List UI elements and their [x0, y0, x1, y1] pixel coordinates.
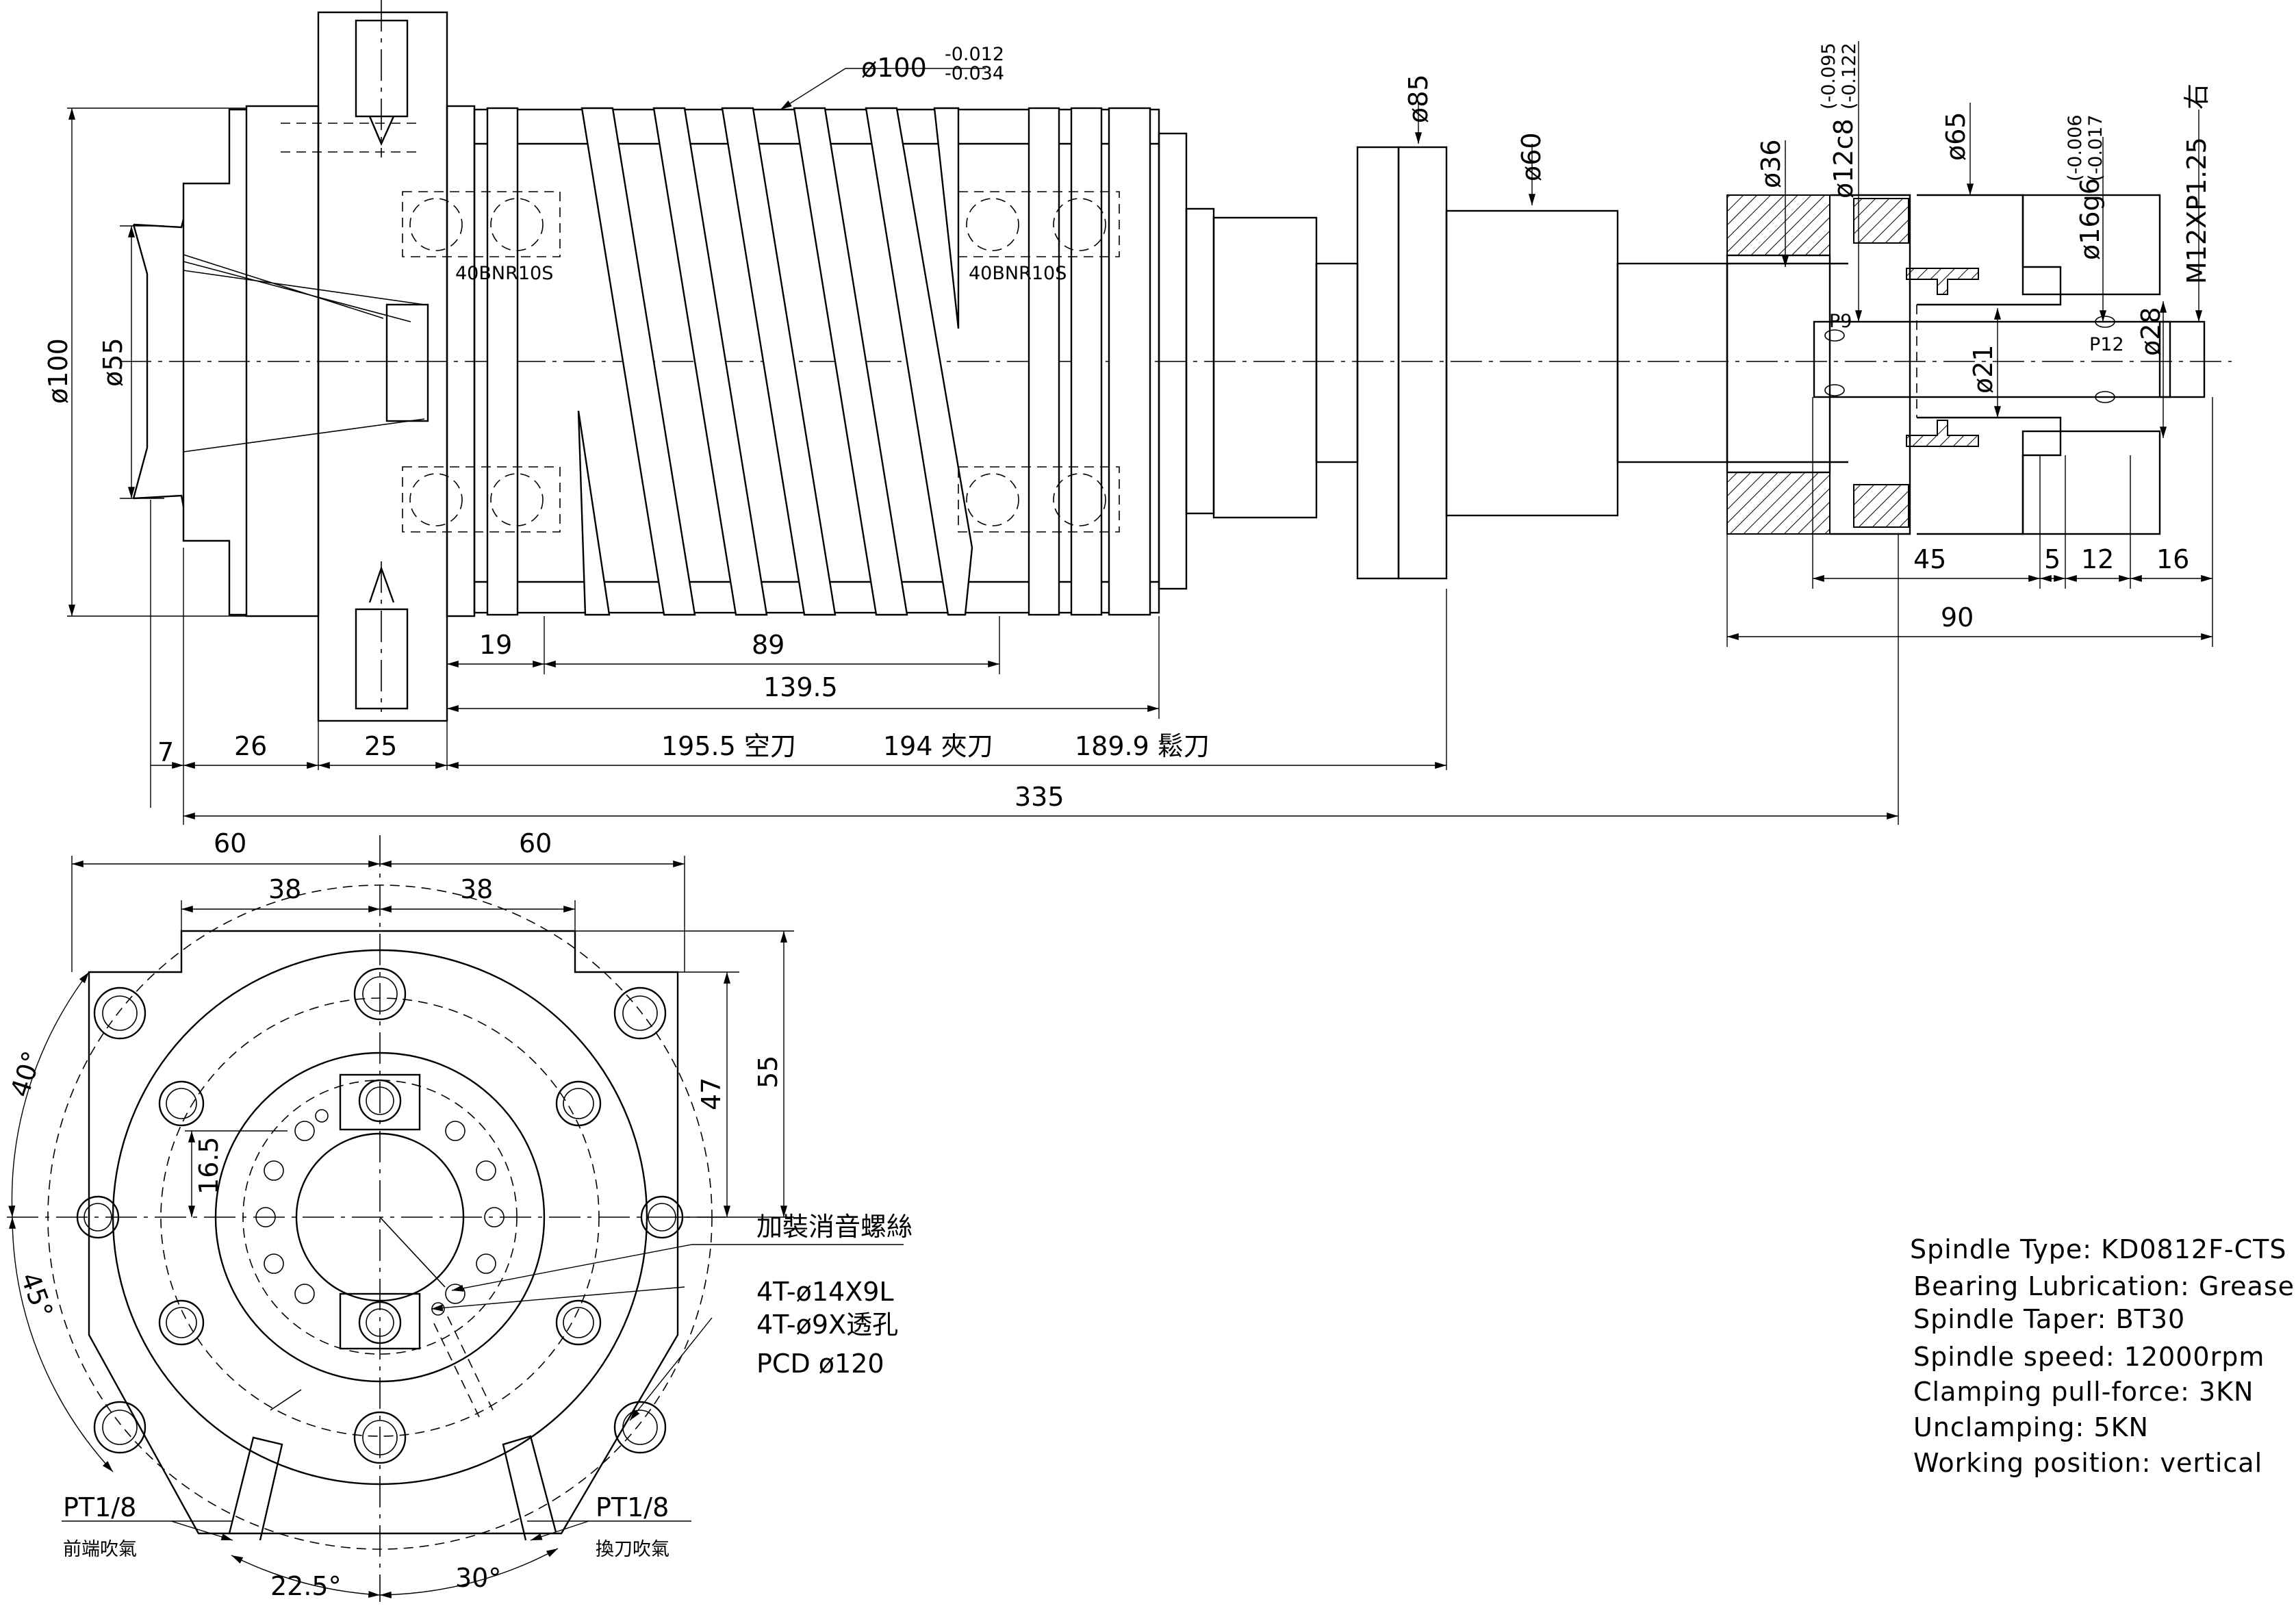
- dim-h16-5: 16.5: [194, 1136, 224, 1195]
- dim-len-16: 16: [2156, 544, 2189, 574]
- dim-ang22-5: 22.5°: [270, 1571, 342, 1601]
- dim-d85: ø85: [1403, 74, 1433, 123]
- note-pcd: PCD ø120: [756, 1349, 884, 1379]
- spec-clamping: Clamping pull-force: 3KN: [1913, 1377, 2254, 1407]
- label-p9: P9: [1829, 311, 1852, 332]
- dim-w60-right: 60: [519, 828, 552, 858]
- note-holes-1: 4T-ø14X9L: [756, 1277, 894, 1307]
- dim-w60-left: 60: [214, 828, 246, 858]
- dim-d100-upper: -0.012: [945, 44, 1004, 65]
- small-holes: [255, 1109, 505, 1316]
- note-muffler: 加裝消音螺絲: [756, 1212, 913, 1242]
- dim-d100-tol: ø100: [861, 53, 927, 83]
- dim-h55: 55: [753, 1056, 783, 1088]
- label-p12: P12: [2089, 334, 2124, 355]
- dim-d12-lower: (-0.122: [1839, 42, 1860, 110]
- dim-d65: ø65: [1941, 112, 1971, 161]
- dim-d16-lower: (-0.017: [2085, 114, 2106, 181]
- pt-right: PT1/8: [596, 1492, 669, 1522]
- dim-ang40: 40°: [5, 1047, 48, 1101]
- bearing-rear-label: 40BNR10S: [969, 263, 1067, 284]
- bearing-rear: [958, 191, 1120, 533]
- dim-len-189-9: 189.9 鬆刀: [1075, 731, 1210, 761]
- front-view: 60 60 38 38 47 55 16.5 40° 45° 22.5° 30°…: [5, 828, 913, 1602]
- dim-d28: ø28: [2136, 307, 2166, 356]
- dim-len-7: 7: [157, 737, 174, 767]
- dim-d16g6: ø16g6: [2075, 178, 2105, 260]
- dim-len-5: 5: [2044, 544, 2061, 574]
- mount-holes: [76, 967, 684, 1464]
- bearing-front-label: 40BNR10S: [455, 263, 553, 284]
- dim-len-335: 335: [1015, 782, 1064, 812]
- dim-len-26: 26: [234, 731, 267, 761]
- dim-m12-suffix: 右: [2182, 84, 2212, 110]
- dim-w38-left: 38: [268, 874, 301, 904]
- spec-block: Spindle Type: KD0812F-CTS Bearing Lubric…: [1910, 1234, 2295, 1478]
- dim-len-194: 194 夾刀: [883, 731, 993, 761]
- rotary-joint-section: [1726, 194, 2206, 535]
- pt-left-note: 前端吹氣: [63, 1539, 137, 1560]
- dim-h47: 47: [696, 1078, 726, 1110]
- note-holes-2: 4T-ø9X透孔: [756, 1310, 898, 1340]
- cooling-fins: [486, 107, 1151, 616]
- dim-len-195-5: 195.5 空刀: [661, 731, 796, 761]
- dim-d60: ø60: [1516, 132, 1546, 181]
- dim-len-139-5: 139.5: [763, 672, 838, 702]
- side-view: 40BNR10S 40BNR10S: [43, 0, 2232, 825]
- dim-ang45: 45°: [15, 1269, 59, 1322]
- dim-d12-upper: (-0.095: [1818, 42, 1839, 110]
- spec-position: Working position: vertical: [1913, 1448, 2262, 1478]
- bearing-front: [402, 191, 561, 533]
- spec-taper: Spindle Taper: BT30: [1913, 1304, 2185, 1334]
- dim-d100-left: ø100: [43, 338, 73, 404]
- spec-speed: Spindle speed: 12000rpm: [1913, 1342, 2265, 1372]
- dim-len-90: 90: [1941, 602, 1974, 633]
- spec-unclamping: Unclamping: 5KN: [1913, 1412, 2149, 1442]
- spec-lubrication: Bearing Lubrication: Grease: [1913, 1271, 2295, 1301]
- dim-d55: ø55: [98, 337, 128, 387]
- dim-d12c8: ø12c8: [1828, 118, 1859, 199]
- pt-right-note: 換刀吹氣: [596, 1539, 669, 1560]
- dim-d100-lower: -0.034: [945, 63, 1004, 84]
- dim-d16-upper: (-0.006: [2065, 114, 2086, 181]
- dim-m12: M12XP1.25: [2182, 137, 2212, 284]
- dim-len-12: 12: [2081, 544, 2114, 574]
- dim-len-45: 45: [1913, 544, 1946, 574]
- dim-d36: ø36: [1756, 139, 1786, 188]
- dim-d21: ø21: [1968, 344, 1998, 394]
- dim-w38-right: 38: [460, 874, 493, 904]
- dim-ang30: 30°: [455, 1563, 501, 1593]
- dim-len-89: 89: [752, 630, 785, 660]
- dim-len-19: 19: [479, 630, 512, 660]
- pt-left: PT1/8: [63, 1492, 136, 1522]
- dim-len-25: 25: [364, 731, 397, 761]
- spec-type: Spindle Type: KD0812F-CTS: [1910, 1234, 2287, 1264]
